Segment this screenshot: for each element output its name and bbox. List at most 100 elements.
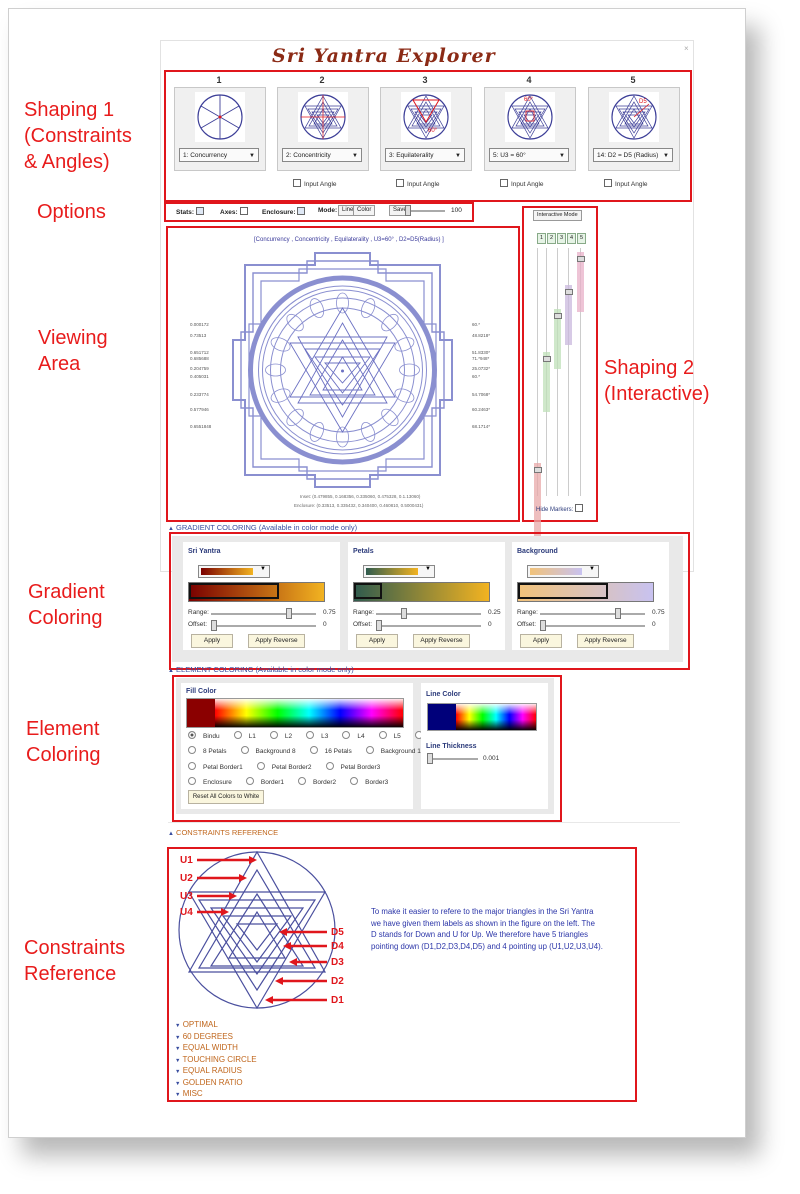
- range-slider-thumb[interactable]: [401, 608, 407, 619]
- gradient-bar[interactable]: [188, 582, 325, 602]
- apply-reverse-button[interactable]: Apply Reverse: [413, 634, 470, 648]
- fill-color-picker[interactable]: [186, 698, 404, 728]
- element-radio[interactable]: Enclosure: [188, 777, 239, 786]
- description-line: D stands for Down and U for Up. We there…: [371, 930, 588, 939]
- constraint-ref-link[interactable]: ▼ 60 DEGREES: [175, 1031, 233, 1041]
- element-radio[interactable]: Petal Border2: [256, 762, 319, 771]
- hide-markers-checkbox[interactable]: Hide Markers:: [536, 504, 586, 513]
- element-radio[interactable]: L1: [233, 731, 263, 740]
- range-slider[interactable]: [540, 613, 645, 615]
- gradient-card-title: Sri Yantra: [188, 548, 221, 555]
- line-hue-spectrum[interactable]: [456, 704, 536, 730]
- element-expander[interactable]: ▲ ELEMENT COLORING (Available in color m…: [168, 665, 354, 674]
- gradient-bar[interactable]: [353, 582, 490, 602]
- element-radio[interactable]: Border1: [245, 777, 291, 786]
- reset-colors-button[interactable]: Reset All Colors to White: [188, 790, 264, 804]
- element-radio[interactable]: L2: [269, 731, 299, 740]
- fill-hue-spectrum[interactable]: [215, 699, 403, 727]
- line-thickness-slider[interactable]: [428, 758, 478, 760]
- app-title: Sri Yantra Explorer: [272, 45, 496, 67]
- apply-button[interactable]: Apply: [191, 634, 233, 648]
- interactive-tab-5[interactable]: 5: [577, 233, 587, 244]
- element-radio[interactable]: Petal Border3: [325, 762, 388, 771]
- constraint-select-3[interactable]: 3: Equilaterality▼: [385, 148, 465, 162]
- stats-checkbox[interactable]: Stats:: [176, 207, 207, 216]
- zoom-slider-thumb[interactable]: [405, 205, 411, 216]
- input-angle-checkbox-5[interactable]: Input Angle: [604, 179, 648, 188]
- element-radio[interactable]: L4: [342, 731, 371, 740]
- element-radio[interactable]: 16 Petals: [309, 746, 359, 755]
- angle-slider-thumb[interactable]: [534, 467, 542, 473]
- angle-slider-track[interactable]: [580, 248, 581, 496]
- line-thickness-thumb[interactable]: [427, 753, 433, 764]
- offset-slider[interactable]: [376, 625, 481, 627]
- range-label: Range:: [353, 609, 374, 616]
- constraint-ref-link[interactable]: ▼ TOUCHING CIRCLE: [175, 1054, 257, 1064]
- element-radio[interactable]: Border3: [350, 777, 395, 786]
- constraint-select-2[interactable]: 2: Concentricity▼: [282, 148, 362, 162]
- element-radio[interactable]: Background 16: [365, 746, 432, 755]
- interactive-tab-4[interactable]: 4: [567, 233, 577, 244]
- line-color-picker[interactable]: [427, 703, 537, 731]
- angle-slider-thumb[interactable]: [554, 313, 562, 319]
- element-radio[interactable]: L3: [306, 731, 335, 740]
- constraints-expander[interactable]: ▲ CONSTRAINTS REFERENCE: [168, 828, 279, 837]
- axes-checkbox[interactable]: Axes:: [220, 207, 251, 216]
- angle-slider-track[interactable]: [537, 248, 538, 496]
- fill-color-title: Fill Color: [186, 688, 217, 695]
- gradient-preset-select[interactable]: ▼: [363, 565, 435, 578]
- element-radio[interactable]: L5: [378, 731, 408, 740]
- constraint-ref-link[interactable]: ▼ MISC: [175, 1089, 203, 1098]
- range-slider-thumb[interactable]: [615, 608, 621, 619]
- apply-reverse-button[interactable]: Apply Reverse: [577, 634, 634, 648]
- close-icon[interactable]: ×: [684, 44, 689, 53]
- offset-slider-thumb[interactable]: [540, 620, 546, 631]
- angle-slider-track[interactable]: [568, 248, 569, 496]
- offset-slider[interactable]: [540, 625, 645, 627]
- offset-slider-thumb[interactable]: [211, 620, 217, 631]
- offset-label: Offset:: [353, 621, 373, 628]
- constraint-ref-link[interactable]: ▼ EQUAL WIDTH: [175, 1043, 238, 1052]
- interactive-tab-2[interactable]: 2: [547, 233, 557, 244]
- gradient-card-title: Petals: [353, 548, 374, 555]
- range-slider[interactable]: [211, 613, 316, 615]
- chevron-down-icon: ▼: [589, 566, 595, 572]
- angle-slider-thumb[interactable]: [543, 356, 551, 362]
- constraint-select-4[interactable]: 5: U3 = 60°▼: [489, 148, 569, 162]
- input-angle-checkbox-2[interactable]: Input Angle: [293, 179, 337, 188]
- input-angle-checkbox-4[interactable]: Input Angle: [500, 179, 544, 188]
- angle-slider-thumb[interactable]: [577, 256, 585, 262]
- interactive-tab-3[interactable]: 3: [557, 233, 567, 244]
- offset-slider-thumb[interactable]: [376, 620, 382, 631]
- interactive-tab-1[interactable]: 1: [537, 233, 547, 244]
- interactive-mode-button[interactable]: Interactive Mode: [533, 210, 582, 221]
- range-slider[interactable]: [376, 613, 481, 615]
- element-radio[interactable]: Petal Border1: [188, 762, 250, 771]
- enclosure-checkbox[interactable]: Enclosure:: [262, 207, 308, 216]
- angle-slider-thumb[interactable]: [565, 289, 573, 295]
- offset-slider[interactable]: [211, 625, 316, 627]
- gradient-preset-select[interactable]: ▼: [527, 565, 599, 578]
- gradient-bar[interactable]: [517, 582, 654, 602]
- constraint-ref-link[interactable]: ▼ GOLDEN RATIO: [175, 1077, 243, 1087]
- gradient-expander[interactable]: ▲ GRADIENT COLORING (Available in color …: [168, 523, 358, 532]
- constraint-ref-link[interactable]: ▼ OPTIMAL: [175, 1020, 218, 1029]
- mode-color-button[interactable]: Color: [353, 205, 376, 216]
- angle-slider-track[interactable]: [557, 248, 558, 496]
- range-label: Range:: [188, 609, 209, 616]
- constraint-select-1[interactable]: 1: Concurrency▼: [179, 148, 259, 162]
- apply-button[interactable]: Apply: [356, 634, 398, 648]
- zoom-slider[interactable]: [405, 210, 445, 212]
- gradient-preset-select[interactable]: ▼: [198, 565, 270, 578]
- sri-yantra-canvas[interactable]: [215, 245, 470, 495]
- range-slider-thumb[interactable]: [286, 608, 292, 619]
- element-radio[interactable]: 8 Petals: [188, 746, 234, 755]
- constraint-ref-link[interactable]: ▼ EQUAL RADIUS: [175, 1066, 242, 1075]
- apply-reverse-button[interactable]: Apply Reverse: [248, 634, 305, 648]
- element-radio[interactable]: Border2: [298, 777, 343, 786]
- constraint-select-5[interactable]: 14: D2 = D5 (Radius)▼: [593, 148, 673, 162]
- element-radio[interactable]: Bindu: [188, 731, 227, 740]
- element-radio[interactable]: Background 8: [240, 746, 303, 755]
- input-angle-checkbox-3[interactable]: Input Angle: [396, 179, 440, 188]
- apply-button[interactable]: Apply: [520, 634, 562, 648]
